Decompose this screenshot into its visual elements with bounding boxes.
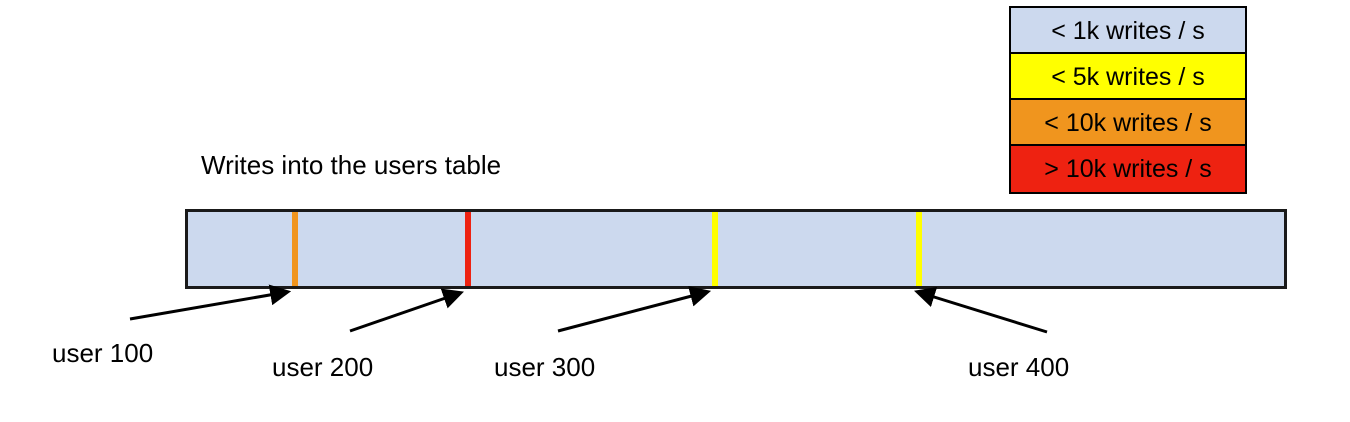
callout-label-user-300: user 300 [494,352,596,382]
chart-title: Writes into the users table [201,150,502,180]
legend: < 1k writes / s < 5k writes / s < 10k wr… [1009,6,1247,194]
legend-label-under-10k: < 10k writes / s [1044,109,1212,137]
legend-label-over-10k: > 10k writes / s [1044,155,1212,183]
callout-arrow-user-400 [913,286,1048,334]
users-table-bar-fill [188,212,1284,286]
callout-label-user-100: user 100 [52,338,154,368]
legend-row-under-10k: < 10k writes / s [1011,100,1245,146]
divider-user-100 [292,212,298,286]
callout-arrow-user-300 [557,286,712,333]
divider-user-400 [916,212,922,286]
divider-user-300 [712,212,718,286]
legend-row-under-5k: < 5k writes / s [1011,54,1245,100]
callout-label-user-200: user 200 [272,352,374,382]
legend-row-over-10k: > 10k writes / s [1011,146,1245,192]
users-table-bar [185,209,1287,289]
callout-arrow-user-200 [349,288,464,333]
legend-label-under-1k: < 1k writes / s [1051,17,1205,45]
divider-user-200 [465,212,471,286]
legend-row-under-1k: < 1k writes / s [1011,8,1245,54]
callout-arrow-user-100 [129,284,292,321]
legend-label-under-5k: < 5k writes / s [1051,63,1205,91]
callout-label-user-400: user 400 [968,352,1070,382]
